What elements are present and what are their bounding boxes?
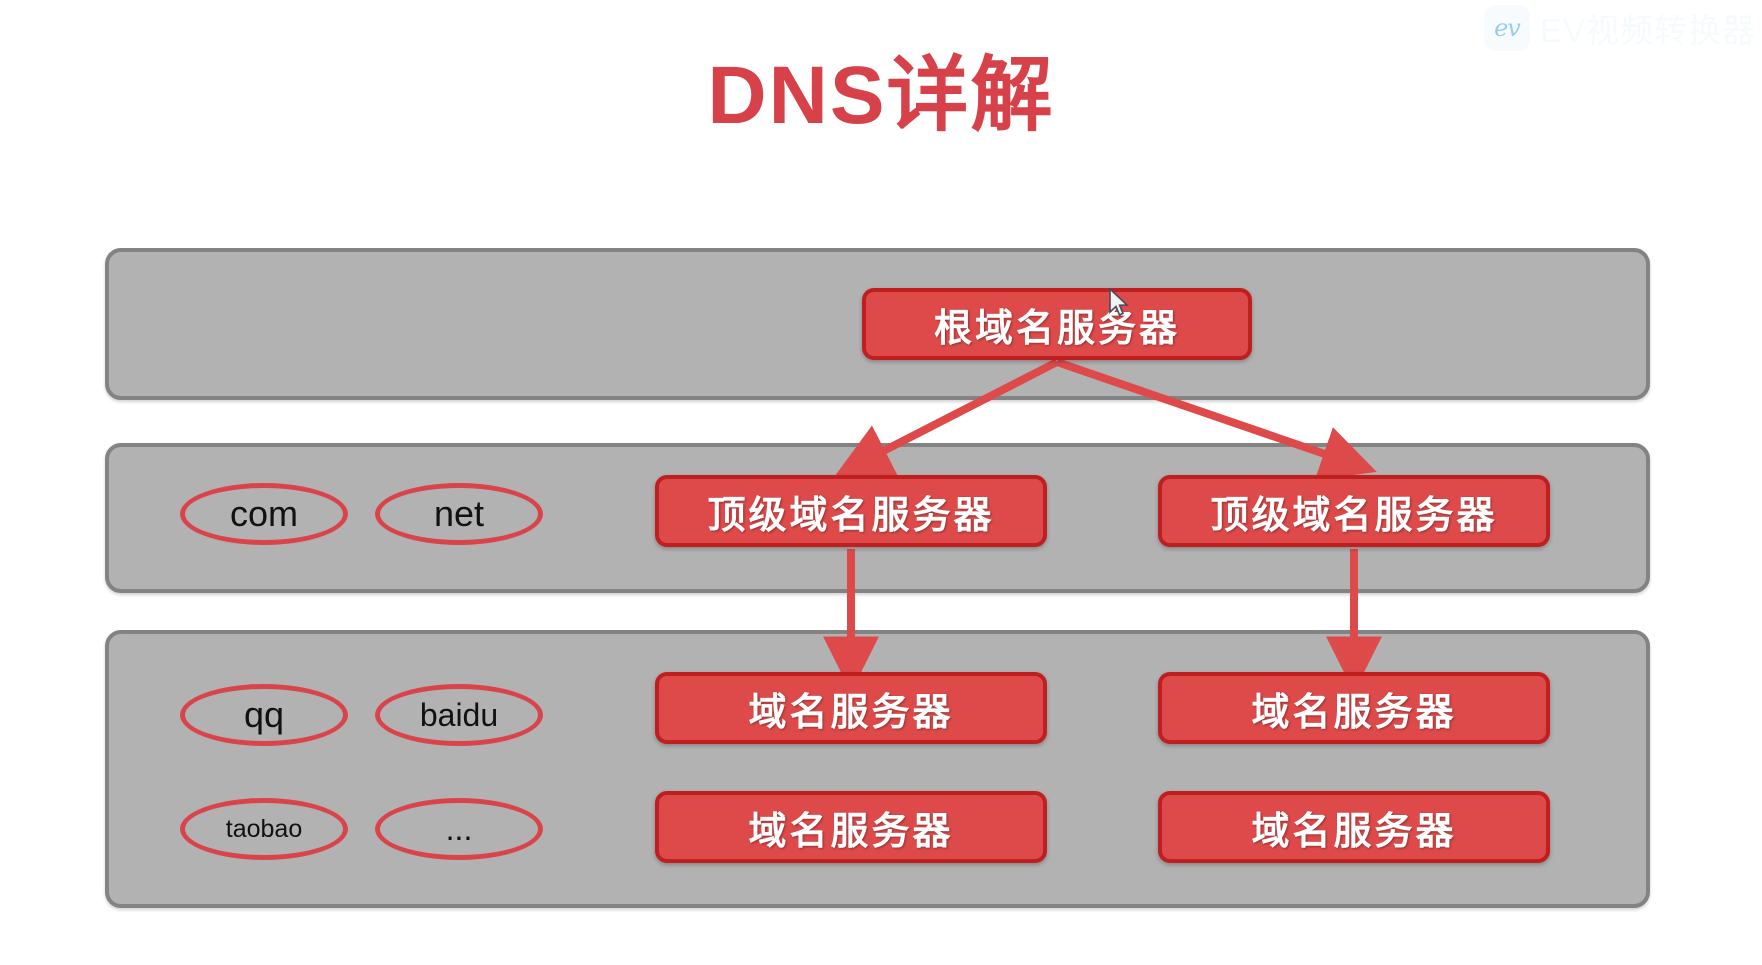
tag-ellipse-com[interactable]: com — [180, 483, 348, 545]
node-root-dns-server[interactable]: 根域名服务器 — [862, 288, 1252, 360]
node-dns-server-right-2[interactable]: 域名服务器 — [1158, 791, 1550, 863]
node-tld-server-left[interactable]: 顶级域名服务器 — [655, 475, 1047, 547]
tag-ellipse-more[interactable]: ... — [375, 798, 543, 860]
tag-ellipse-baidu[interactable]: baidu — [375, 684, 543, 746]
node-dns-server-left-2[interactable]: 域名服务器 — [655, 791, 1047, 863]
watermark: ev EV视频转换器 — [1483, 4, 1756, 52]
tag-ellipse-net[interactable]: net — [375, 483, 543, 545]
tag-ellipse-qq[interactable]: qq — [180, 684, 348, 746]
tag-ellipse-taobao[interactable]: taobao — [180, 798, 348, 860]
watermark-label: EV视频转换器 — [1539, 12, 1756, 49]
node-dns-server-right-1[interactable]: 域名服务器 — [1158, 672, 1550, 744]
ev-logo-icon: ev — [1483, 5, 1530, 51]
node-dns-server-left-1[interactable]: 域名服务器 — [655, 672, 1047, 744]
node-tld-server-right[interactable]: 顶级域名服务器 — [1158, 475, 1550, 547]
page-title: DNS详解 — [707, 50, 1055, 141]
